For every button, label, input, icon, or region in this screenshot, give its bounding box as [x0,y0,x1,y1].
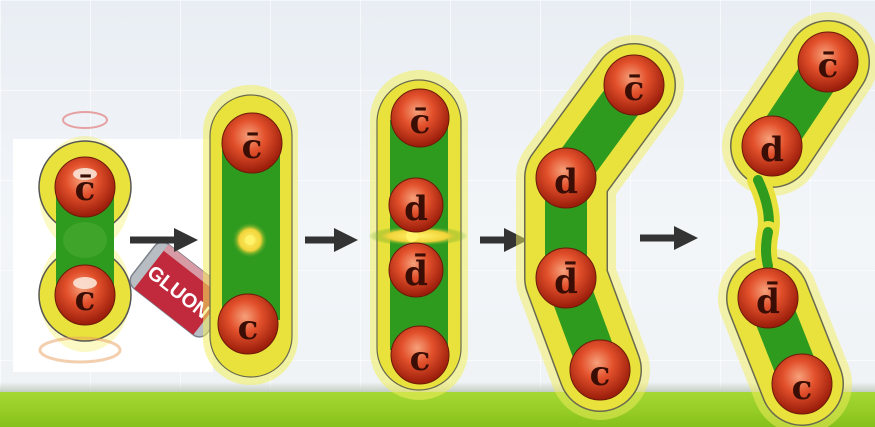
arrow-2 [305,228,358,252]
stage-2-quark-top: c̄ [222,113,282,173]
stage-5-quark-1: c̄ [798,32,858,92]
stage-4-string [566,85,634,370]
stage-5-quark-1-label: c̄ [818,46,839,86]
stage-3-quark-3-label: d̄ [404,253,428,294]
stage-4-quark-1: c̄ [604,55,664,115]
stage-2-quark-bottom-label: c [238,308,259,348]
stage-3-quark-2: d [389,178,443,232]
stage-1-quark-top-label: c̄ [75,169,96,209]
stage-3-quark-1: c̄ [391,89,449,147]
stage-1-quark-bottom-label: c [75,279,96,319]
stage-4-quark-1-label: c̄ [624,69,645,109]
stage-4-quark-3: d̄ [536,248,596,308]
arrow-4 [640,226,698,250]
stage-5-quark-2: d [742,116,802,176]
stage-2-quark-top-label: c̄ [242,127,263,167]
stage-5-quark-4-label: c [792,368,813,408]
stage-4-quark-2: d [536,148,596,208]
stage-3-quark-1-label: c̄ [410,102,431,142]
stage-3-quark-3: d̄ [389,243,443,297]
stage-3-quark-2-label: d [404,189,428,229]
stage-5-quark-3-label: d̄ [756,281,780,322]
stage-4-quark-4-label: c [590,354,611,394]
stage-3-quark-4-label: c [410,339,431,379]
stage-1-quark-bottom: c [55,265,115,325]
stage-1-quark-top: c̄ [55,157,115,217]
stage-5-quark-2-label: d [760,130,784,170]
stage-4-quark-3-label: d̄ [554,261,578,302]
stage-5-quark-3: d̄ [738,268,798,328]
stage-2-quark-bottom: c [218,294,278,354]
stage-4-quark-2-label: d [554,162,578,202]
stage-4-quark-4: c [570,340,630,400]
stage-5-quark-4: c [772,354,832,414]
stage-3-quark-4: c [391,326,449,384]
